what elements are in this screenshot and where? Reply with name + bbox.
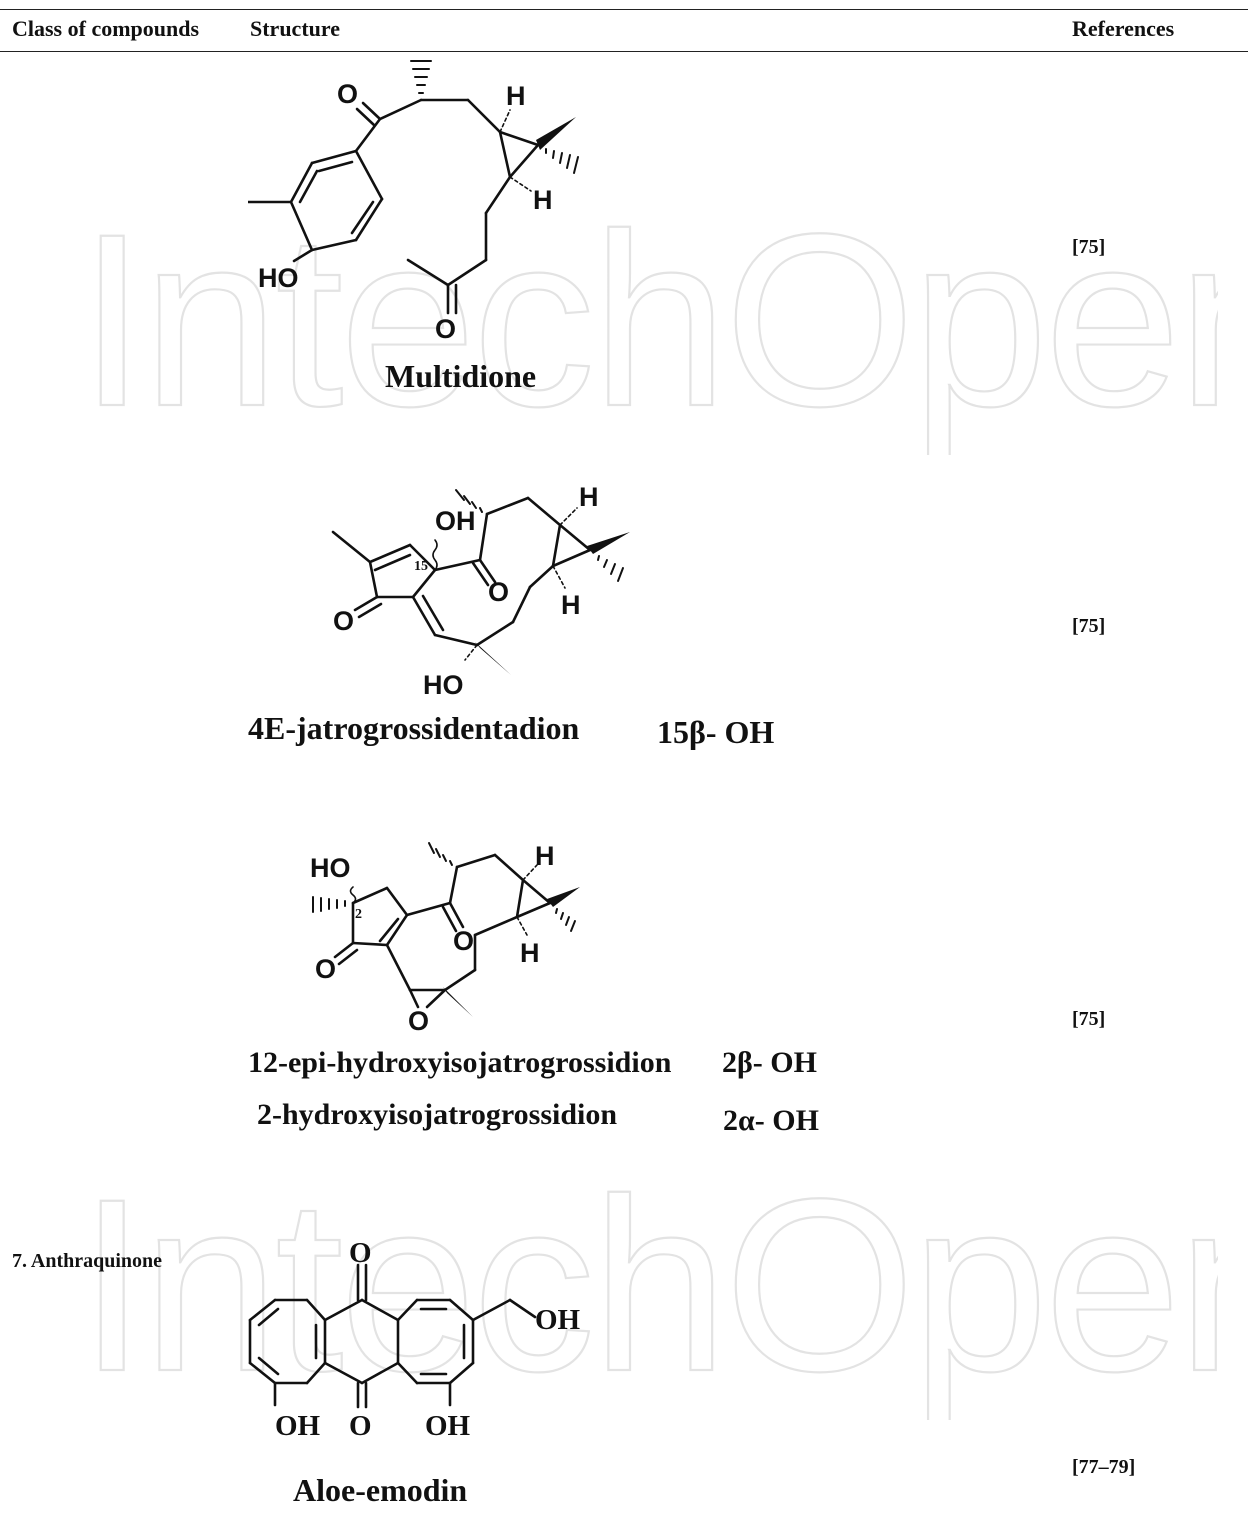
compound-name-multidione: Multidione <box>385 358 537 394</box>
atom-label: O <box>349 1410 372 1442</box>
structure-aloe-emodin: O O OH OH OH <box>248 1237 581 1442</box>
atom-label: H <box>535 841 555 871</box>
header-references: References <box>1072 16 1175 41</box>
compound-name-12-epi-hydroxyisojatrogrossidion: 12-epi-hydroxyisojatrogrossidion <box>248 1046 672 1079</box>
reference-row-1: [75] <box>1072 236 1106 258</box>
wedge-bond <box>547 887 580 907</box>
locant-label: 15 <box>414 559 428 574</box>
compound-name-4e-jatrogrossidentadion: 4E-jatrogrossidentadion <box>248 710 580 746</box>
atom-label: OH <box>425 1410 471 1442</box>
wedge-bond <box>587 532 630 554</box>
compound-name-aloe-emodin: Aloe-emodin <box>293 1472 468 1508</box>
compound-name-2-hydroxyisojatrogrossidion: 2-hydroxyisojatrogrossidion <box>257 1098 618 1131</box>
wedge-bond <box>475 642 511 675</box>
header-class-of-compounds: Class of compounds <box>12 16 200 41</box>
atom-label: O <box>488 577 509 607</box>
svg-text:IntechOpen: IntechOpen <box>78 1180 1218 1420</box>
hashed-bond <box>410 60 432 94</box>
atom-label: HO <box>310 853 351 883</box>
atom-label: O <box>435 314 456 344</box>
hashed-bond <box>428 842 453 866</box>
atom-label: HO <box>258 263 299 293</box>
header-structure: Structure <box>250 16 341 41</box>
wedge-bond <box>443 987 473 1017</box>
atom-label: HO <box>423 670 464 700</box>
atom-label: OH <box>535 1304 581 1336</box>
watermark-bottom: IntechOpen <box>78 1180 1218 1420</box>
hashed-bond <box>555 908 576 932</box>
class-anthraquinone: 7. Anthraquinone <box>12 1250 163 1272</box>
reference-row-3: [75] <box>1072 1008 1106 1030</box>
reference-row-2: [75] <box>1072 615 1106 637</box>
hashed-bond <box>545 148 579 174</box>
atom-label: H <box>520 938 540 968</box>
hashed-bond <box>312 896 346 913</box>
svg-text:IntechOpen: IntechOpen <box>78 215 1218 455</box>
structure-hydroxyisojatrogrossidion: HO 2 O O H H O <box>310 841 580 1035</box>
atom-label: O <box>315 954 336 984</box>
atom-label: OH <box>435 506 476 536</box>
variant-2alpha-oh: 2α- OH <box>723 1104 819 1137</box>
atom-label: O <box>408 1006 429 1035</box>
atom-label: H <box>506 81 526 111</box>
locant-label: 2 <box>355 907 362 922</box>
atom-label: O <box>333 606 354 636</box>
reference-row-4: [77–79] <box>1072 1456 1136 1478</box>
watermark-top: IntechOpen <box>78 215 1218 455</box>
variant-2beta-oh: 2β- OH <box>722 1046 817 1079</box>
atom-label: OH <box>275 1410 321 1442</box>
atom-label: O <box>337 79 358 109</box>
atom-label: H <box>579 482 599 512</box>
wedge-bond <box>536 117 576 150</box>
structure-4e-jatrogrossidentadion: O OH 15 O H H HO <box>331 482 630 700</box>
hashed-bond <box>597 555 624 582</box>
header-rule <box>0 51 1248 52</box>
atom-label: O <box>349 1237 372 1269</box>
hashed-bond <box>455 489 483 513</box>
variant-15beta-oh: 15β- OH <box>657 714 775 750</box>
atom-label: H <box>533 185 553 215</box>
top-rule <box>0 9 1248 10</box>
atom-label: H <box>561 590 581 620</box>
structure-multidione: HO O H H O <box>248 60 579 344</box>
atom-label: O <box>453 926 474 956</box>
